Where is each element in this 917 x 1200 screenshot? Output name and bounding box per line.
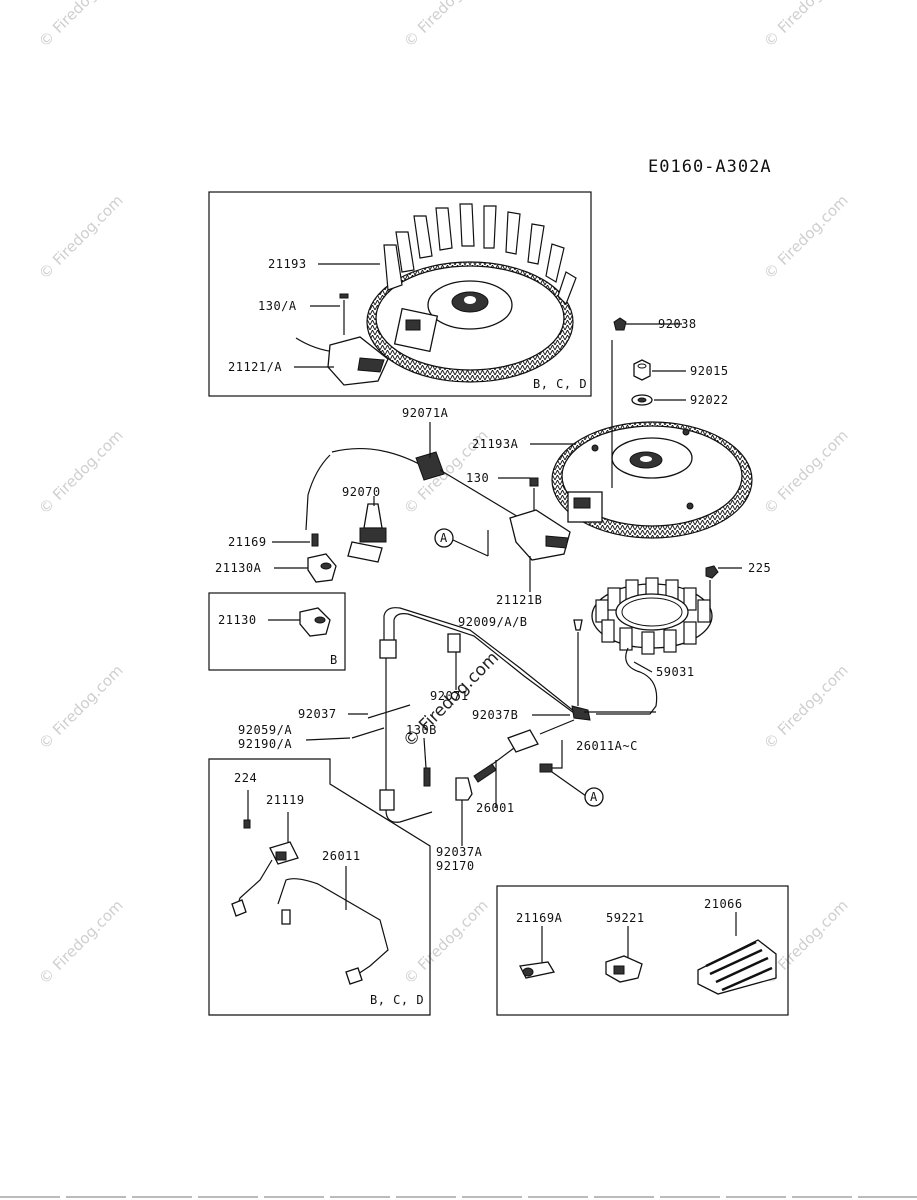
label-92037a: 92037A	[436, 845, 483, 859]
label-92037b: 92037B	[472, 708, 518, 722]
watermark: © Firedog.com	[35, 0, 127, 51]
label-92190-a: 92190/A	[238, 737, 292, 751]
label-21121b: 21121B	[496, 593, 542, 607]
watermark: © Firedog.com	[760, 0, 852, 51]
label-92071: 92071	[430, 689, 469, 703]
label-92037: 92037	[298, 707, 337, 721]
flywheel-top	[366, 203, 577, 383]
plug-cap-b	[299, 607, 331, 637]
stator	[591, 565, 742, 715]
watermark: © Firedog.com	[35, 426, 127, 518]
label-92070: 92070	[342, 485, 381, 499]
watermark: © Firedog.com	[760, 661, 852, 753]
label-21119: 21119	[266, 793, 305, 807]
label-130: 130	[466, 471, 489, 485]
watermark: © Firedog.com	[35, 661, 127, 753]
label-92071a: 92071A	[402, 406, 449, 420]
labels-bottom-left: 224 21119 26011	[234, 771, 361, 863]
labels-stator: 225 59031	[633, 561, 771, 679]
labels-bottom-right: 21169A 59221 21066	[516, 897, 743, 925]
inset-bottom-right-box	[496, 885, 789, 1016]
label-92059-a: 92059/A	[238, 723, 292, 737]
label-26011: 26011	[322, 849, 361, 863]
label-21193: 21193	[268, 257, 307, 271]
label-92009: 92009/A/B	[458, 615, 528, 629]
label-130b: 130B	[406, 723, 437, 737]
label-21169a: 21169A	[516, 911, 563, 925]
label-26001: 26001	[476, 801, 515, 815]
inset-b-label: B	[330, 653, 338, 667]
callout-a-1: A	[440, 531, 448, 545]
label-59031: 59031	[656, 665, 695, 679]
inset-top-label: B, C, D	[533, 377, 587, 391]
label-225: 225	[748, 561, 771, 575]
callout-a-circle	[434, 528, 454, 548]
label-21121-a: 21121/A	[228, 360, 282, 374]
label-21066: 21066	[704, 897, 743, 911]
label-92022: 92022	[690, 393, 729, 407]
label-21130a: 21130A	[215, 561, 262, 575]
labels-harness: 92009/A/B 92071 92037 92037B 92059/A 921…	[238, 615, 638, 873]
watermark: © Firedog.com	[400, 896, 492, 988]
inset-bottom-left-box	[208, 758, 431, 1016]
labels-top-inset: 21193 130/A 21121/A	[228, 257, 380, 374]
watermark: © Firedog.com	[35, 896, 127, 988]
label-26011a-c: 26011A~C	[576, 739, 638, 753]
watermark: © Firedog.com	[35, 191, 127, 283]
label-59221: 59221	[606, 911, 645, 925]
diagram-code: E0160-A302A	[648, 157, 772, 177]
wiring-inset-bottom	[231, 790, 389, 985]
flywheel-main	[551, 421, 753, 539]
label-21130: 21130	[218, 613, 257, 627]
flywheel-hardware	[611, 317, 686, 488]
spark-plug	[347, 496, 387, 563]
label-130-a: 130/A	[258, 299, 297, 313]
inset-b-box	[208, 592, 346, 671]
inset-bottom-left-label: B, C, D	[370, 993, 424, 1007]
label-92015: 92015	[690, 364, 729, 378]
watermark: © Firedog.com	[400, 0, 492, 51]
label-92038: 92038	[658, 317, 697, 331]
ignition-coil-main: A	[305, 447, 571, 592]
labels-flywheel: 92038 92015 92022 21193A	[472, 317, 729, 451]
wiring-harness	[379, 607, 656, 823]
label-21169: 21169	[228, 535, 267, 549]
bottom-right-parts	[519, 912, 777, 995]
label-224: 224	[234, 771, 257, 785]
label-21193a: 21193A	[472, 437, 519, 451]
watermark: © Firedog.com	[760, 426, 852, 518]
label-92170: 92170	[436, 859, 475, 873]
inset-top-box	[208, 191, 592, 397]
callout-a-2: A	[590, 790, 598, 804]
labels-coil: 92071A 130 92070 21169 21130A 21121B	[215, 406, 542, 607]
watermark: © Firedog.com	[760, 191, 852, 283]
plug-caps	[307, 533, 337, 583]
harness-small-parts: A	[351, 704, 604, 846]
